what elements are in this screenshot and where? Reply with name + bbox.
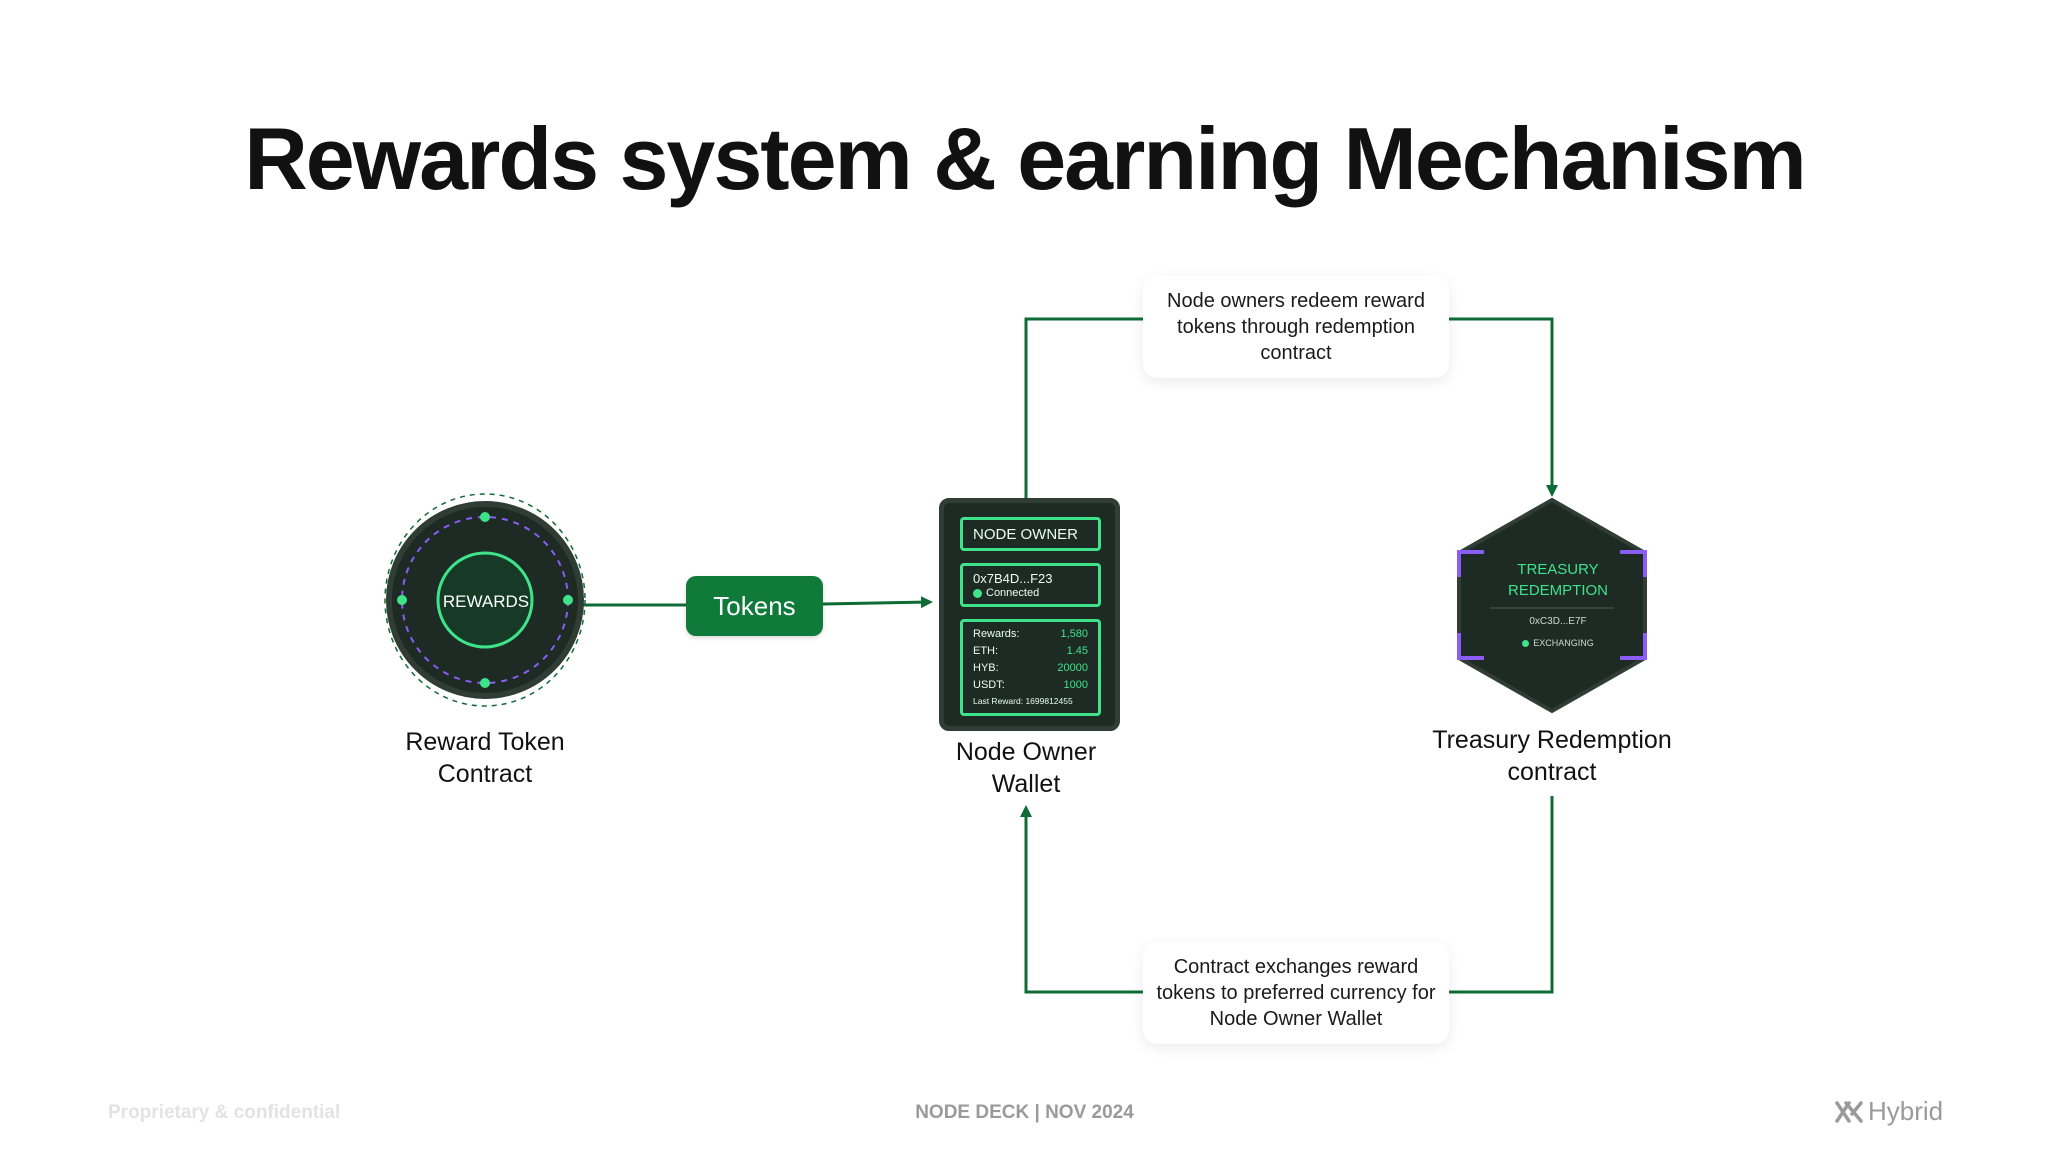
wallet-address-box: 0x7B4D...F23 Connected (960, 563, 1101, 607)
reward-token-label-line1: Reward Token (405, 728, 565, 756)
treasury-address: 0xC3D...E7F (1529, 616, 1587, 627)
wallet-label-line1: Node Owner (955, 738, 1097, 766)
balance-name: HYB: (973, 662, 999, 674)
balance-name: ETH: (973, 645, 999, 657)
footer-confidential: Proprietary & confidential (108, 1102, 341, 1123)
balance-row: Rewards: 1,580 (973, 626, 1088, 643)
wallet-label-line2: Wallet (991, 770, 1061, 798)
wallet-balances: Rewards: 1,580 ETH: 1.45 HYB: 20000 USDT… (960, 619, 1101, 716)
treasury-label-line2: contract (1507, 758, 1597, 786)
balance-value: 1,580 (1060, 628, 1088, 640)
treasury-redemption-node (1457, 497, 1647, 714)
hybrid-logo-icon (1835, 1100, 1863, 1123)
last-reward: Last Reward: 1699812455 (973, 696, 1073, 706)
rewards-badge: REWARDS (442, 592, 530, 611)
status-dot-icon (973, 588, 982, 598)
wallet-header: NODE OWNER (960, 517, 1101, 551)
treasury-label: Treasury Redemption contract (1412, 724, 1692, 788)
reward-token-contract-node (384, 493, 586, 707)
footer-deck-date: NODE DECK | NOV 2024 (915, 1102, 1134, 1123)
callout-exchange: Contract exchanges reward tokens to pref… (1143, 942, 1449, 1044)
treasury-status: EXCHANGING (1468, 638, 1648, 648)
treasury-label-line1: Treasury Redemption (1432, 726, 1672, 754)
frame-corner-top-left (1457, 550, 1484, 577)
frame-corner-bottom-left (1457, 633, 1484, 660)
wallet-address: 0x7B4D...F23 (973, 571, 1053, 586)
callout-redeem: Node owners redeem reward tokens through… (1143, 276, 1449, 378)
wallet-status: Connected (973, 587, 1088, 599)
tokens-label: Tokens (686, 576, 823, 636)
footer-brand: Hybrid (1834, 1096, 1943, 1127)
orbit-dot (397, 595, 407, 605)
brand-name: Hybrid (1868, 1096, 1944, 1126)
treasury-title-line2: REDEMPTION (1507, 582, 1608, 599)
balance-value: 20000 (1057, 662, 1088, 674)
balance-name: Rewards: (973, 628, 1020, 640)
frame-corner-top-right (1620, 550, 1647, 577)
treasury-status-text: EXCHANGING (1533, 638, 1594, 648)
balance-name: USDT: (973, 679, 1005, 691)
edge-tokens-to-wallet (822, 596, 933, 609)
balance-row: USDT: 1000 (973, 677, 1088, 694)
reward-token-label-line2: Contract (437, 760, 533, 788)
status-dot-icon (1522, 639, 1530, 647)
orbit-dot (480, 678, 490, 688)
reward-token-label: Reward Token Contract (385, 726, 585, 790)
balance-row: HYB: 20000 (973, 660, 1088, 677)
balance-value: 1000 (1063, 679, 1088, 691)
balance-row: ETH: 1.45 (973, 643, 1088, 660)
frame-corner-bottom-right (1620, 633, 1647, 660)
orbit-dot (563, 595, 573, 605)
treasury-title: TREASURY REDEMPTION (1468, 559, 1648, 601)
slide-title: Rewards system & earning Mechanism (244, 109, 1807, 208)
node-owner-wallet-card: NODE OWNER 0x7B4D...F23 Connected Reward… (939, 498, 1120, 731)
orbit-dot (480, 512, 490, 522)
balance-value: 1.45 (1066, 645, 1088, 657)
wallet-label: Node Owner Wallet (926, 736, 1126, 800)
wallet-status-text: Connected (986, 587, 1040, 599)
treasury-title-line1: TREASURY (1517, 561, 1599, 578)
